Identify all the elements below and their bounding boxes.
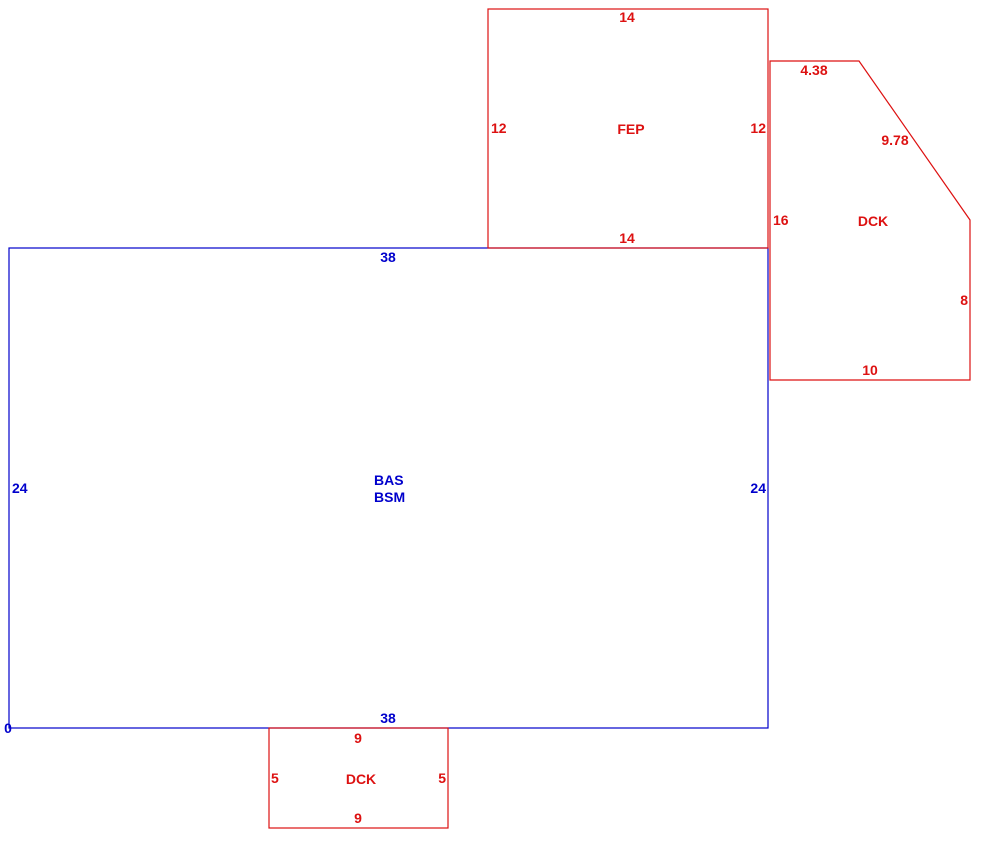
- fep-left-dimension: 12: [491, 120, 507, 136]
- main-area-label-bsm: BSM: [374, 489, 405, 505]
- deck-right-bottom-dimension: 10: [862, 362, 878, 378]
- deck-bottom-outline: [268, 727, 449, 829]
- origin-label: 0: [4, 720, 12, 736]
- main-left-dimension: 24: [12, 480, 28, 496]
- fep-right-dimension: 12: [750, 120, 766, 136]
- deck-bottom-bottom-dimension: 9: [354, 810, 362, 826]
- fep-top-dimension: 14: [619, 9, 635, 25]
- fep-area-label: FEP: [617, 121, 644, 137]
- main-top-dimension: 38: [380, 249, 396, 265]
- main-area-outline: [8, 247, 769, 729]
- deck-right-right-dimension: 8: [960, 292, 968, 308]
- deck-right-top-dimension: 4.38: [800, 62, 827, 78]
- deck-right-outline: [769, 60, 971, 381]
- deck-right-area-label: DCK: [858, 213, 888, 229]
- main-right-dimension: 24: [750, 480, 766, 496]
- deck-bottom-area-label: DCK: [346, 771, 376, 787]
- deck-right-diagonal-dimension: 9.78: [881, 132, 908, 148]
- fep-outline: [487, 8, 769, 249]
- deck-right-left-dimension: 16: [773, 212, 789, 228]
- deck-bottom-right-dimension: 5: [438, 770, 446, 786]
- main-bottom-dimension: 38: [380, 710, 396, 726]
- fep-bottom-dimension: 14: [619, 230, 635, 246]
- deck-bottom-left-dimension: 5: [271, 770, 279, 786]
- main-area-label-bas: BAS: [374, 472, 404, 488]
- deck-bottom-top-dimension: 9: [354, 730, 362, 746]
